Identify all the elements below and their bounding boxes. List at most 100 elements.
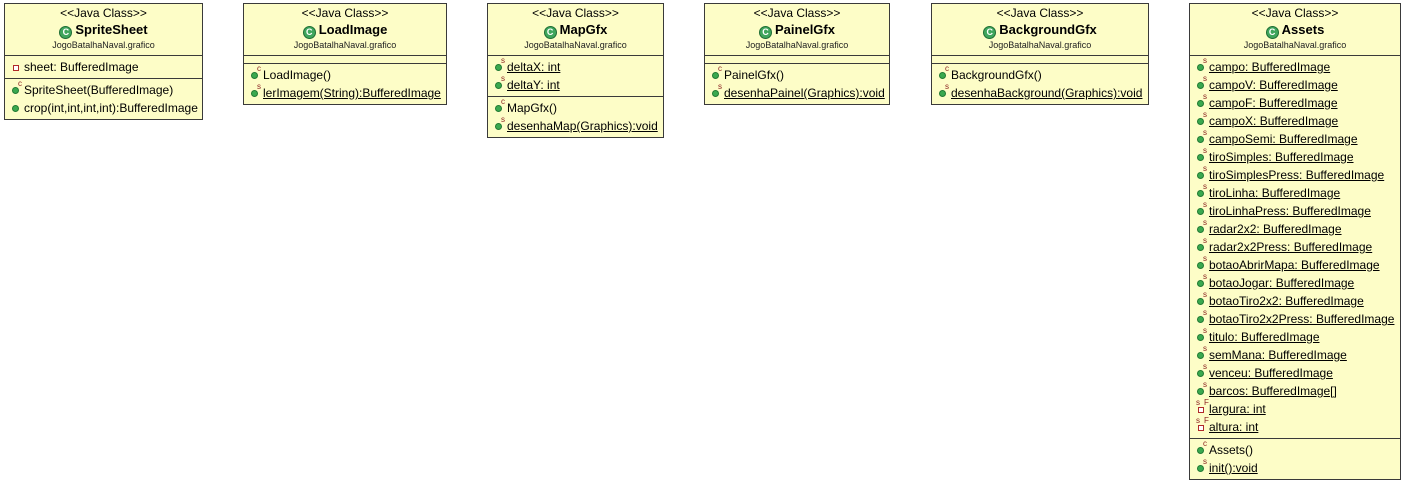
- member-text: campoV: BufferedImage: [1209, 78, 1338, 92]
- private-field-icon: [11, 61, 24, 73]
- static-field-icon: s: [1196, 183, 1209, 199]
- member-text: SpriteSheet(BufferedImage): [24, 83, 174, 97]
- private-static-final-field-icon: sF: [1196, 399, 1209, 415]
- member-text: crop(int,int,int,int):BufferedImage: [24, 101, 198, 115]
- attributes-section: [705, 55, 889, 63]
- static-method-icon: s: [938, 83, 951, 99]
- package-label: JogoBatalhaNaval.grafico: [1243, 40, 1347, 50]
- member-text: tiroLinha: BufferedImage: [1209, 186, 1341, 200]
- static-field-icon: s: [1196, 129, 1209, 145]
- static-method-icon: s: [250, 83, 263, 99]
- class-name-text: BackgroundGfx: [999, 22, 1097, 37]
- class-icon: C: [1265, 26, 1279, 39]
- class-name-text: MapGfx: [559, 22, 608, 37]
- class-name-text: LoadImage: [318, 22, 388, 37]
- static-field-icon: s: [1196, 219, 1209, 235]
- class-name-text: PainelGfx: [775, 22, 835, 37]
- member-text: desenhaMap(Graphics):void: [507, 119, 658, 133]
- member-text: tiroSimplesPress: BufferedImage: [1209, 168, 1385, 182]
- static-field-icon: s: [1196, 201, 1209, 217]
- package-label: JogoBatalhaNaval.grafico: [52, 40, 155, 50]
- constructor-icon: c: [1196, 440, 1209, 456]
- member-text: LoadImage(): [263, 68, 332, 82]
- member-text: radar2x2Press: BufferedImage: [1209, 240, 1373, 254]
- member-text: tiroLinhaPress: BufferedImage: [1209, 204, 1371, 218]
- package-label: JogoBatalhaNaval.grafico: [524, 40, 627, 50]
- member-text: Assets(): [1209, 443, 1254, 457]
- static-field-icon: s: [494, 75, 507, 91]
- static-field-icon: s: [1196, 363, 1209, 379]
- class-icon: C: [759, 26, 773, 39]
- stereotype-label: <<Java Class>>: [532, 6, 619, 20]
- static-field-icon: s: [1196, 93, 1209, 109]
- stereotype-label: <<Java Class>>: [1251, 6, 1339, 20]
- member-text: campoF: BufferedImage: [1209, 96, 1338, 110]
- static-field-icon: s: [1196, 57, 1209, 73]
- member-text: botaoTiro2x2: BufferedImage: [1209, 294, 1364, 308]
- member-text: semMana: BufferedImage: [1209, 348, 1347, 362]
- static-field-icon: s: [1196, 255, 1209, 271]
- member-text: barcos: BufferedImage[]: [1209, 384, 1337, 398]
- member-text: deltaX: int: [507, 60, 561, 74]
- member-text: botaoTiro2x2Press: BufferedImage: [1209, 312, 1395, 326]
- member-text: desenhaPainel(Graphics):void: [724, 86, 885, 100]
- class-name-text: Assets: [1281, 22, 1325, 37]
- static-field-icon: s: [1196, 75, 1209, 91]
- static-method-icon: s: [494, 116, 507, 132]
- member-text: botaoJogar: BufferedImage: [1209, 276, 1355, 290]
- constructor-icon: c: [11, 80, 24, 96]
- member-text: botaoAbrirMapa: BufferedImage: [1209, 258, 1380, 272]
- static-method-icon: s: [1196, 458, 1209, 474]
- member-text: BackgroundGfx(): [951, 68, 1042, 82]
- static-field-icon: s: [1196, 309, 1209, 325]
- stereotype-label: <<Java Class>>: [996, 6, 1084, 20]
- member-text: deltaY: int: [507, 78, 560, 92]
- member-text: venceu: BufferedImage: [1209, 366, 1333, 380]
- member-row: sheet: BufferedImage: [5, 58, 202, 76]
- member-text: campo: BufferedImage: [1209, 60, 1331, 74]
- member-text: tiroSimples: BufferedImage: [1209, 150, 1354, 164]
- stereotype-label: <<Java Class>>: [60, 6, 147, 20]
- constructor-icon: c: [494, 98, 507, 114]
- member-text: altura: int: [1209, 420, 1259, 434]
- attributes-section: sheet: BufferedImage: [5, 55, 202, 78]
- static-field-icon: s: [1196, 111, 1209, 127]
- package-label: JogoBatalhaNaval.grafico: [745, 40, 849, 50]
